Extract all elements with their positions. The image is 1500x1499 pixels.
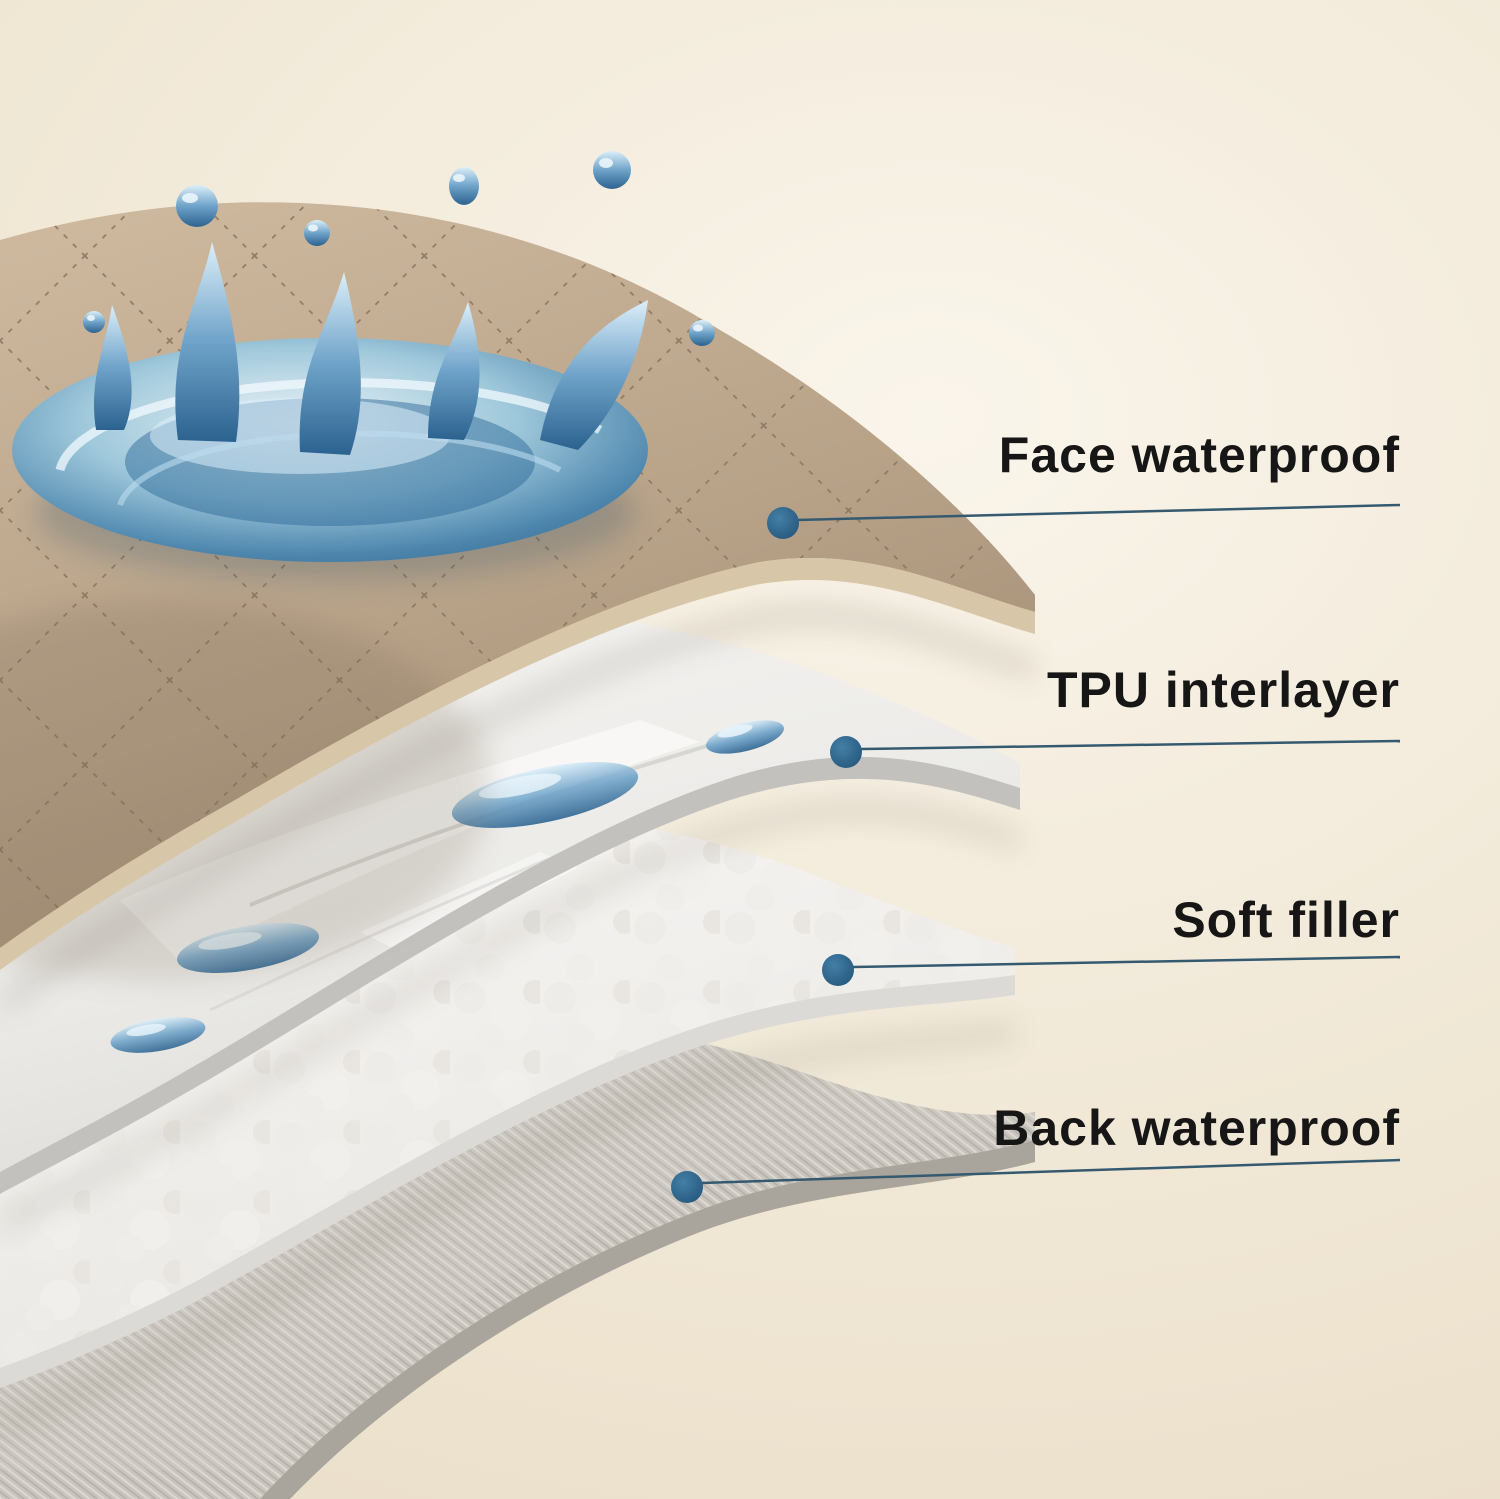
soft-filler-edge xyxy=(0,975,1015,1388)
callout-line-back-waterproof xyxy=(701,1158,1401,1185)
label-tpu-interlayer: TPU interlayer xyxy=(1046,662,1400,718)
label-back-waterproof: Back waterproof xyxy=(993,1100,1400,1156)
callout-line-soft-filler xyxy=(852,955,1401,969)
label-soft-filler: Soft filler xyxy=(1172,892,1400,948)
label-face-waterproof: Face waterproof xyxy=(998,427,1400,483)
callout-dot-face-waterproof xyxy=(767,507,799,539)
splash-droplets xyxy=(83,151,715,346)
water-splash xyxy=(12,151,715,580)
callout-dot-soft-filler xyxy=(822,954,854,986)
callout-dot-tpu-interlayer xyxy=(830,736,862,768)
callout-line-tpu-interlayer xyxy=(860,739,1401,751)
face-fabric-edge xyxy=(0,558,1035,970)
filler-shadow xyxy=(0,1021,1015,1434)
callouts xyxy=(671,503,1401,1203)
callout-dot-back-waterproof xyxy=(671,1171,703,1203)
back-waterproof-edge xyxy=(260,1140,1035,1499)
face-shadow xyxy=(0,604,1035,1016)
callout-line-face-waterproof xyxy=(796,503,1401,522)
